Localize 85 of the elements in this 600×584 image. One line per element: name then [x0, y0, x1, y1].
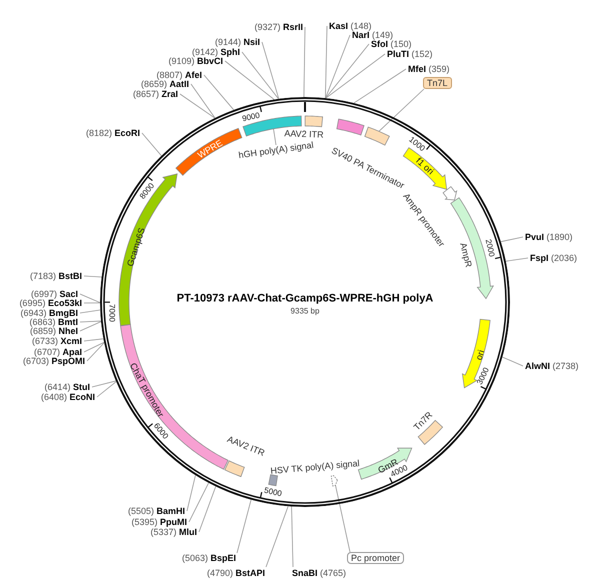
restriction-site-label: (8807) AfeI [156, 70, 202, 80]
restriction-site-label: (9109) BbvCI [168, 56, 223, 66]
plasmid-title: PT-10973 rAAV-Chat-Gcamp6S-WPRE-hGH polyA [176, 292, 434, 306]
leader-line [84, 302, 100, 304]
restriction-site-label: (8659) AatII [140, 79, 189, 89]
leader-line [378, 88, 424, 132]
scale-label: 3000 [475, 366, 492, 386]
restriction-site-label: SfoI (150) [371, 39, 412, 49]
leader-line [80, 320, 102, 322]
leader-line [198, 486, 216, 532]
restriction-site-label: (5337) MluI [150, 527, 197, 537]
feature-label: ori [474, 348, 486, 362]
restriction-site-label: (6707) ApaI [34, 347, 82, 357]
restriction-site-label: (8657) ZraI [132, 89, 178, 99]
leader-line [92, 380, 116, 388]
restriction-site-label: (6995) Eco53kI [19, 298, 82, 308]
leader-line [266, 506, 289, 568]
restriction-site-label: (9142) SphI [192, 47, 240, 57]
leader-line [262, 42, 280, 100]
feature-label: AAV2 ITR [226, 434, 266, 458]
restriction-site-label: (6859) NheI [30, 326, 78, 336]
leader-line [325, 26, 328, 98]
restriction-site-label: SnaBI (4765) [292, 568, 346, 578]
restriction-site-label: (6997) SacI [30, 289, 78, 299]
feature-label: HSV TK poly(A) signal [270, 458, 360, 476]
restriction-site-label: (5395) PpuMI [131, 517, 187, 527]
leader-line [188, 482, 209, 522]
feature-tag: Tn7L [423, 77, 452, 89]
leader-line [325, 44, 370, 98]
leader-line [500, 236, 524, 242]
scale-label: 7000 [108, 304, 117, 322]
leader-line [86, 342, 105, 362]
restriction-site-label: (5063) BspEI [182, 553, 236, 563]
feature-tag: Pc promoter [347, 552, 404, 564]
leader-line [186, 474, 196, 512]
restriction-site-label: (6414) StuI [44, 382, 90, 392]
leader-line [273, 128, 276, 146]
leader-line [204, 74, 234, 110]
leader-line [96, 381, 117, 398]
restriction-site-label: (6703) PspOMI [22, 356, 85, 366]
leader-line [84, 342, 104, 352]
leader-line [80, 321, 102, 332]
restriction-site-label: AlwNI (2738) [525, 361, 579, 371]
scale-label: 5000 [263, 486, 283, 499]
leader-line [190, 84, 216, 118]
leader-line [224, 60, 274, 100]
leader-line [80, 310, 101, 314]
scale-label: 2000 [484, 238, 497, 258]
restriction-site-label: (8182) EcoRI [86, 128, 140, 138]
restriction-site-label: (9144) NsiI [214, 37, 260, 47]
leader-line [291, 506, 294, 568]
feature-label: AmpR [458, 242, 474, 268]
restriction-site-label: (5505) BamHI [128, 506, 185, 516]
leader-line [84, 276, 102, 278]
feature-label: hGH poly(A) signal [238, 140, 314, 160]
leader-line [242, 52, 279, 100]
leader-line [335, 485, 350, 552]
restriction-site-label: (6943) BmgBI [20, 308, 78, 318]
leader-line [84, 338, 104, 342]
leader-line [142, 132, 162, 156]
restriction-site-label: (6408) EcoNI [40, 392, 95, 402]
restriction-site-label: PvuI (1890) [525, 232, 573, 242]
leader-line [502, 356, 524, 366]
restriction-site-label: NarI (149) [352, 30, 394, 40]
leader-line [325, 34, 350, 98]
restriction-site-label: MfeI (359) [408, 64, 450, 74]
leader-line [80, 294, 100, 303]
restriction-site-label: (9327) RsrII [254, 22, 303, 32]
leader-line [304, 26, 306, 98]
leader-line [506, 258, 528, 262]
leader-line [180, 94, 216, 118]
feature-label: AAV2 ITR [284, 128, 324, 140]
restriction-site-label: (6733) XcmI [32, 336, 82, 346]
plasmid-length: 9335 bp [290, 306, 320, 316]
restriction-site-label: (6863) BmtI [29, 317, 78, 327]
leader-line [354, 68, 406, 104]
restriction-site-label: (4790) BstAPI [206, 568, 265, 578]
restriction-site-label: FspI (2036) [530, 253, 578, 263]
restriction-site-label: PluTI (152) [387, 49, 433, 59]
leader-line [236, 499, 252, 554]
restriction-site-label: KasI (148) [329, 21, 372, 31]
scale-label: 9000 [242, 110, 261, 124]
leader-line [326, 54, 386, 98]
feature-label: f1 ori [414, 156, 436, 176]
restriction-site-label: (7183) BstBI [30, 271, 82, 281]
